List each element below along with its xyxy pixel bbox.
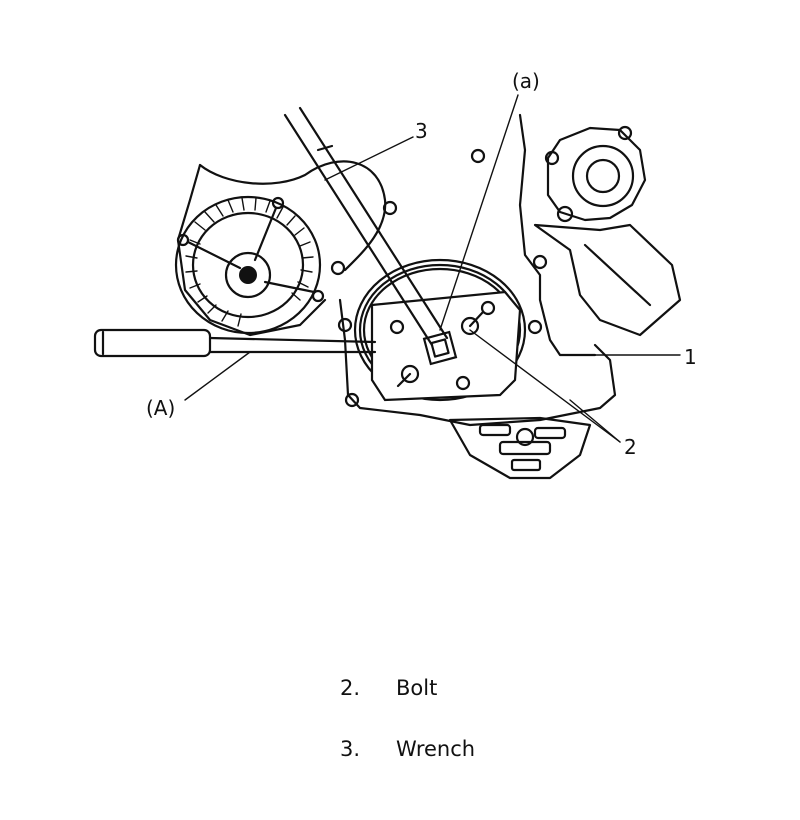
wrench	[283, 106, 449, 347]
leader-lines	[184, 94, 681, 443]
legend-item-number: 3.	[340, 737, 361, 761]
parts-legend: 2. Bolt 3. Wrench	[340, 676, 640, 798]
lower-pulley-cover	[448, 416, 592, 480]
callout-3: 3	[415, 119, 428, 143]
legend-item: 3. Wrench	[340, 737, 640, 767]
callout-a-lower: (a)	[512, 69, 540, 93]
special-tool-holder	[93, 328, 377, 358]
callout-1: 1	[684, 345, 697, 369]
camshaft-pulley-removal-illustration: (a) 3 1 2 (A)	[93, 69, 697, 480]
callout-tool-a: (A)	[146, 396, 175, 420]
legend-item-number: 2.	[340, 676, 361, 700]
legend-item-label: Wrench	[396, 737, 476, 761]
right-upper-bracket	[533, 125, 682, 337]
callout-2: 2	[624, 435, 637, 459]
engine-housing	[337, 113, 617, 427]
legend-item-label: Bolt	[396, 676, 438, 700]
left-pulley-assembly	[174, 160, 398, 337]
camshaft-pulley	[353, 258, 527, 402]
legend-item: 2. Bolt	[340, 676, 640, 706]
